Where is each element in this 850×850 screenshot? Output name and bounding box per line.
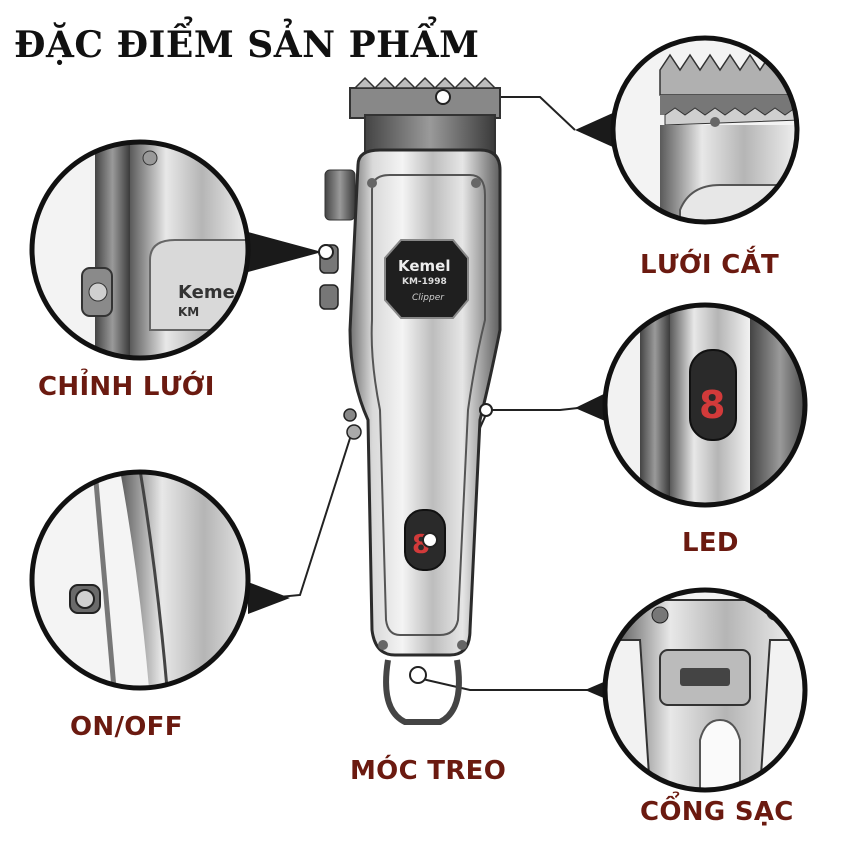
emblem-brand-text: Kemel bbox=[398, 257, 450, 275]
label-onoff: ON/OFF bbox=[70, 712, 183, 742]
zoom-adjust-circle: Keme KM bbox=[29, 139, 322, 361]
emblem-script-text: Clipper bbox=[412, 293, 445, 303]
emblem-model-text: KM-1998 bbox=[402, 277, 447, 287]
zoom-port-circle bbox=[585, 587, 808, 793]
page-title: ĐẶC ĐIỂM SẢN PHẨM bbox=[14, 24, 480, 66]
zoom-led-circle: 8 bbox=[575, 302, 808, 508]
label-blade: LƯỚI CẮT bbox=[640, 250, 780, 280]
zoom-model-text: KM bbox=[178, 305, 199, 319]
svg-text:8: 8 bbox=[699, 383, 725, 427]
clipper-body: Kemel KM-1998 Clipper 8 bbox=[318, 76, 502, 725]
label-port: CỔNG SẠC bbox=[640, 797, 794, 827]
label-led: LED bbox=[682, 528, 739, 558]
zoom-onoff-circle bbox=[29, 469, 290, 691]
zoom-blade-circle bbox=[575, 35, 800, 225]
zoom-brand-text: Keme bbox=[178, 282, 235, 303]
label-adjust: CHỈNH LƯỚI bbox=[38, 372, 215, 402]
label-hook: MÓC TREO bbox=[350, 756, 507, 786]
